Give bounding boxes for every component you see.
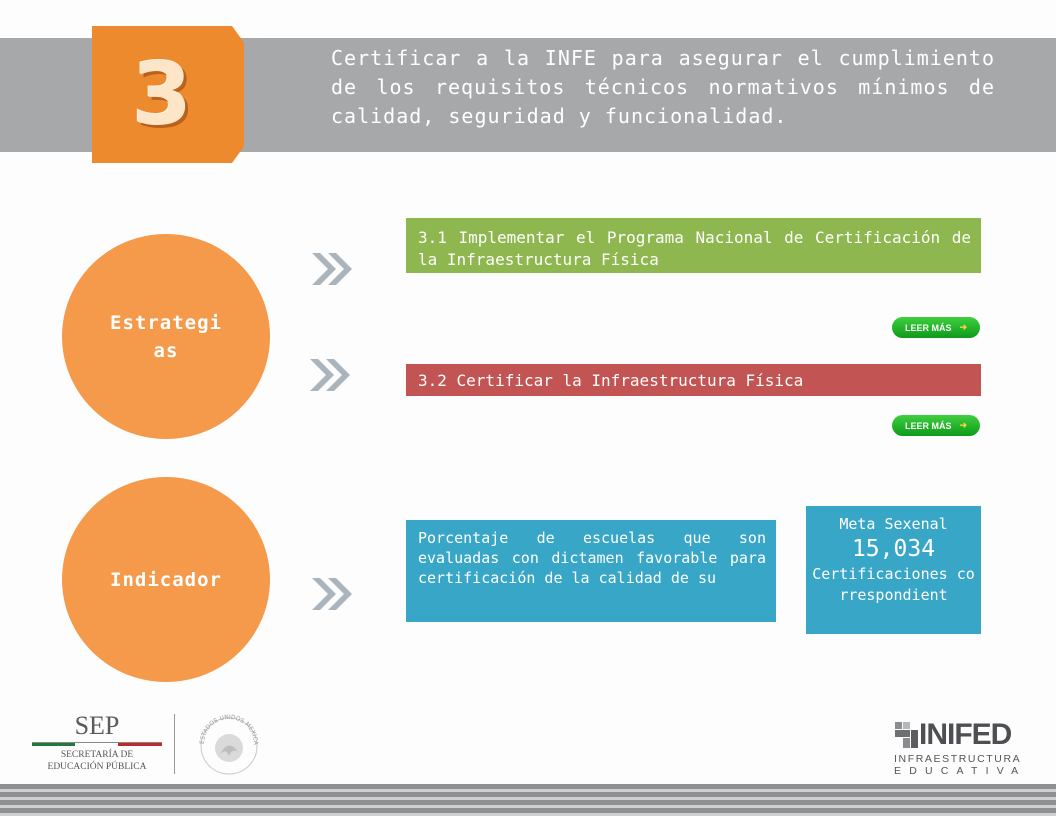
- chevron-right-icon: [312, 253, 352, 285]
- read-more-button[interactable]: LEER MÁS ➜: [892, 415, 980, 436]
- number-box: [92, 26, 232, 163]
- read-more-button[interactable]: LEER MÁS ➜: [892, 317, 980, 338]
- meta-value: 15,034: [851, 536, 936, 562]
- meta-unit: Certificaciones correspondient: [812, 565, 975, 604]
- sep-subtitle-1: SECRETARÍA DE: [60, 750, 134, 760]
- sep-logo: SEP SECRETARÍA DE EDUCACIÓN PÚBLICA: [32, 712, 162, 776]
- strategies-circle: Estrategias: [62, 234, 270, 439]
- flag-stripe: [32, 742, 162, 746]
- sep-subtitle-2: EDUCACIÓN PÚBLICA: [47, 762, 147, 772]
- indicator-circle: Indicador: [62, 477, 270, 682]
- meta-title: Meta Sexenal: [839, 515, 948, 533]
- inifed-line-1: INFRAESTRUCTURA: [894, 753, 1022, 765]
- meta-box: Meta Sexenal 15,034 Certificaciones corr…: [806, 506, 981, 634]
- objective-title: Certificar a la INFE para asegurar el cu…: [331, 46, 995, 128]
- sep-title: SEP: [74, 711, 120, 740]
- indicator-description: Porcentaje de escuelas que son evaluadas…: [406, 520, 776, 622]
- objective-number: 3: [132, 44, 192, 145]
- chevron-right-icon: [310, 359, 350, 391]
- strategies-label: Estrategias: [110, 311, 222, 362]
- strategy-3-1[interactable]: 3.1 Implementar el Programa Nacional de …: [406, 218, 981, 273]
- inifed-logo: INIFED INFRAESTRUCTURA EDUCATIVA: [893, 718, 1033, 777]
- footer-divider: [174, 714, 175, 774]
- footer-stripes: [0, 784, 1056, 816]
- arrow-right-icon: ➜: [959, 420, 968, 430]
- inifed-wordmark: INIFED: [919, 718, 1012, 751]
- read-more-label: LEER MÁS: [904, 420, 952, 431]
- mexico-seal-icon: ESTADOS UNIDOS MEXICANOS: [196, 708, 259, 775]
- inifed-line-2: EDUCATIVA: [894, 765, 1027, 777]
- chevron-right-icon: [312, 578, 352, 610]
- arrow-right-icon: ➜: [959, 322, 968, 332]
- inifed-mark-icon: [895, 722, 918, 748]
- number-tab: [232, 26, 244, 163]
- strategy-3-2[interactable]: 3.2 Certificar la Infraestructura Física: [406, 364, 981, 396]
- indicator-label: Indicador: [110, 568, 222, 591]
- read-more-label: LEER MÁS: [904, 322, 952, 333]
